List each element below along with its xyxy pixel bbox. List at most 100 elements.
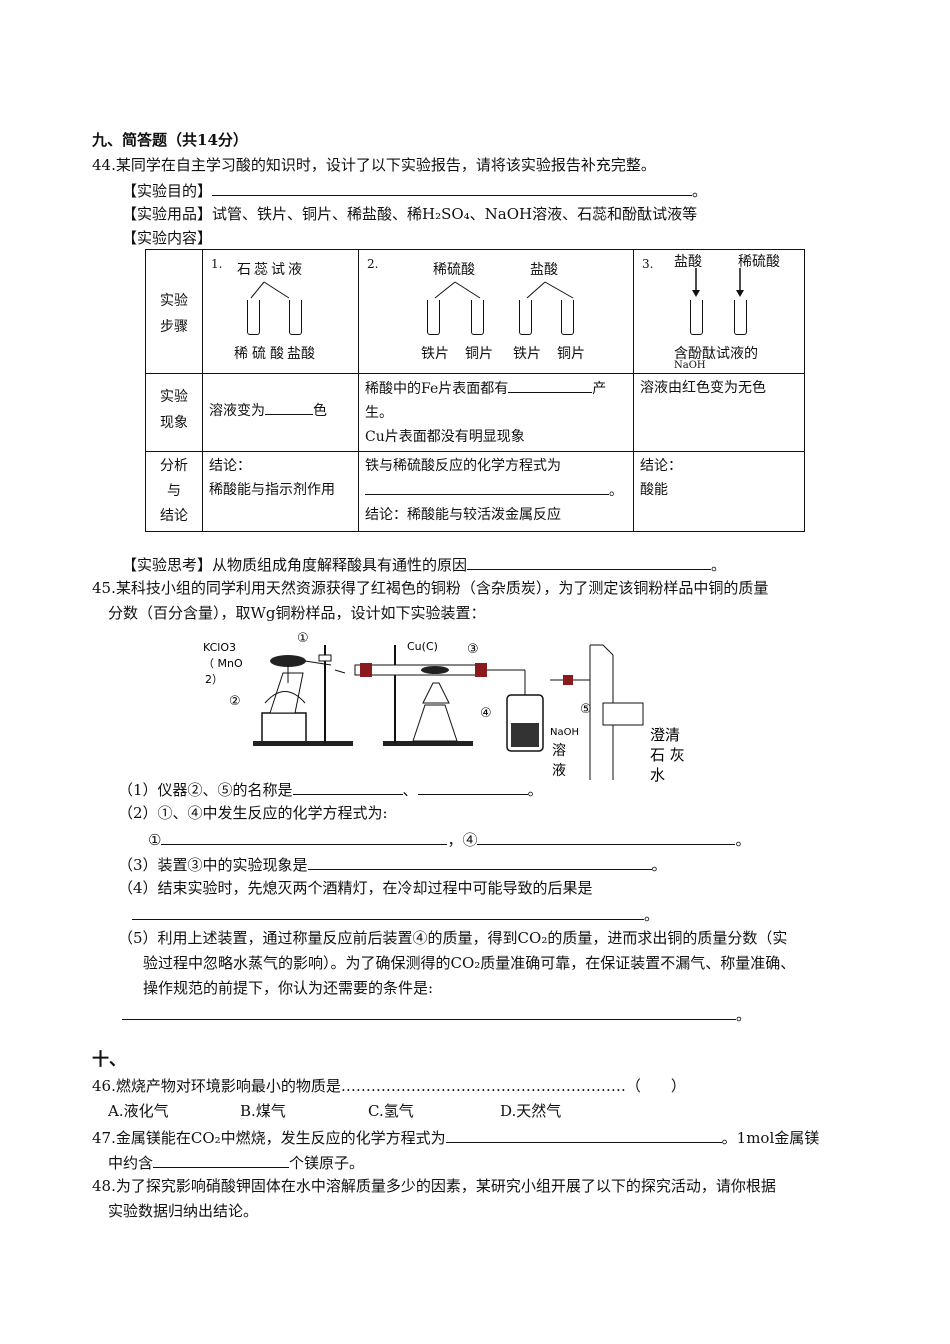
q46-option-d[interactable]: D.天然气 [500,1102,562,1120]
test-tube [690,300,703,335]
q45-part4: （4）结束实验时，先熄灭两个酒精灯，在冷却过程中可能导致的后果是 [118,879,593,897]
lime-label-2: 石 灰 [650,746,685,764]
arrow-lines [250,281,290,299]
oxygen-generator [253,645,353,746]
tube-label: 铁片 [513,346,541,362]
section-9-title: 九、简答题（共14分） [92,131,248,149]
q44-supplies: 【实验用品】试管、铁片、铜片、稀盐酸、稀H₂SO₄、NaOH溶液、石蕊和酚酞试液… [122,205,698,223]
step-1-cell: 1. 石蕊试液 稀硫酸 盐酸 [202,249,359,374]
atom-count-blank[interactable] [153,1151,290,1168]
naoh-label: NaOH [550,727,579,738]
phenomenon-3-blank[interactable] [307,853,652,870]
step-3-reagent-left: 盐酸 [674,254,702,270]
equation-4-blank[interactable] [477,828,736,845]
mno2-label: （ MnO [203,657,243,670]
test-tube [734,300,747,335]
test-tube [519,300,532,335]
q44-think: 【实验思考】从物质组成角度解释酸具有通性的原因。 [122,553,726,575]
q45-stem-2: 分数（百分含量），取Wg铜粉样品，设计如下实验装置： [108,604,486,622]
naoh-label-3: 液 [552,763,566,779]
q44-content-label: 【实验内容】 [122,229,213,247]
phenomenon-2: 稀酸中的Fe片表面都有产 生。 Cu片表面都没有明显现象 [358,373,634,452]
section-10-title: 十、 [92,1050,126,1070]
purpose-blank[interactable] [212,179,693,196]
reaction-tube-stand [354,645,526,746]
experiment-table: 实验步骤 1. 石蕊试液 稀硫酸 盐酸 2. 稀硫酸 盐酸 [145,249,805,532]
lime-water [589,644,644,780]
label-1: ① [297,631,309,646]
q46-option-c[interactable]: C.氢气 [368,1102,414,1120]
step-3-naoh: NaOH [674,360,706,371]
q48-line1: 48.为了探究影响硝酸钾固体在水中溶解质量多少的因素，某研究小组开展了以下的探究… [92,1177,776,1195]
equation-blank[interactable] [365,478,609,495]
q45-part2: （2）①、④中发生反应的化学方程式为: [118,804,388,822]
test-tube [247,300,260,335]
q47-line2: 中约含个镁原子。 [108,1151,364,1173]
purpose-label: 【实验目的】 [122,182,213,200]
q44-purpose: 【实验目的】。 [122,179,707,201]
condition-blank[interactable] [122,1003,736,1020]
row-phenomenon-header: 实验现象 [145,373,203,452]
mg-equation-blank[interactable] [445,1126,722,1143]
q47-line1: 47.金属镁能在CO₂中燃烧，发生反应的化学方程式为。1mol金属镁 [92,1126,819,1148]
step-1-reagent: 石蕊试液 [237,262,305,278]
conclusion-2: 铁与稀硫酸反应的化学方程式为 。 结论：稀酸能与较活泼金属反应 [358,451,634,532]
q45-part3: （3）装置③中的实验现象是。 [118,853,667,875]
test-tube [289,300,302,335]
step-2-num: 2. [367,257,379,271]
q45-part5-line1: （5）利用上述装置，通过称量反应前后装置④的质量，得到CO₂的质量，进而求出铜的… [118,929,788,947]
q45-part2-blanks: ①，④。 [148,828,750,850]
q48-line2: 实验数据归纳出结论。 [108,1202,259,1220]
q45-part4-blank: 。 [132,903,659,925]
test-tube [561,300,574,335]
step-1-num: 1. [211,257,223,271]
step-2-reagent-left: 稀硫酸 [433,262,475,278]
naoh-bottle [506,675,590,752]
test-tube [427,300,440,335]
phenomenon-1: 溶液变为色 [202,373,359,452]
mno2-label-2: 2） [205,673,223,686]
apparatus-diagram: KClO3 （ MnO 2） ① ② Cu(C) ③ ④ ⑤ NaOH 溶 液 … [203,631,685,784]
think-blank[interactable] [467,553,712,570]
instrument-2-blank[interactable] [292,778,403,795]
step-2-reagent-right: 盐酸 [530,262,558,278]
q46-option-a[interactable]: A.液化气 [108,1102,169,1120]
q44-stem: 44.某同学在自主学习酸的知识时，设计了以下实验报告，请将该实验报告补充完整。 [92,156,656,174]
naoh-label-2: 溶 [552,743,566,759]
q45-part1: （1）仪器②、⑤的名称是、。 [118,778,543,800]
phenomenon-3: 溶液由红色变为无色 [633,373,805,452]
q45-part5-line3: 操作规范的前提下，你认为还需要的条件是: [143,979,434,997]
cuc-label: Cu(C) [407,640,438,653]
label-5: ⑤ [580,702,592,717]
tube-label: 盐酸 [287,346,315,362]
q46-option-b[interactable]: B.煤气 [240,1102,286,1120]
q45-stem-1: 45.某科技小组的同学利用天然资源获得了红褐色的铜粉（含杂质炭），为了测定该铜粉… [92,579,769,597]
row-steps-header: 实验步骤 [145,249,203,374]
tube-label: 稀硫酸 [234,346,288,362]
step-3-reagent-right: 稀硫酸 [738,254,780,270]
tube-label: 铜片 [557,346,585,362]
conclusion-1: 结论： 稀酸能与指示剂作用 [202,451,359,532]
step-3-cell: 3. 盐酸 稀硫酸 含酚酞试液的 NaOH [633,249,805,374]
arrow-lines [434,281,574,299]
tube-label: 铜片 [465,346,493,362]
label-4: ④ [480,706,492,721]
q46: 46.燃烧产物对环境影响最小的物质是…………………………………………………（ ） [92,1077,686,1095]
label-3: ③ [467,642,479,657]
lime-label-3: 水 [650,766,665,784]
step-3-bottom-label: 含酚酞试液的 [674,346,758,362]
step-2-cell: 2. 稀硫酸 盐酸 铁片 铜片 铁片 铜片 [358,249,634,374]
color-blank[interactable] [265,398,313,415]
equation-1-blank[interactable] [161,828,448,845]
consequence-blank[interactable] [132,903,644,920]
instrument-5-blank[interactable] [417,778,528,795]
step-3-num: 3. [642,257,654,271]
conclusion-3: 结论： 酸能 [633,451,805,532]
kclo3-label: KClO3 [203,641,236,654]
row-conclusion-header: 分析与结论 [145,451,203,532]
arrow-icon [692,268,744,297]
gas-blank[interactable] [508,376,593,393]
label-2: ② [229,694,241,709]
test-tube [471,300,484,335]
tube-label: 铁片 [421,346,449,362]
